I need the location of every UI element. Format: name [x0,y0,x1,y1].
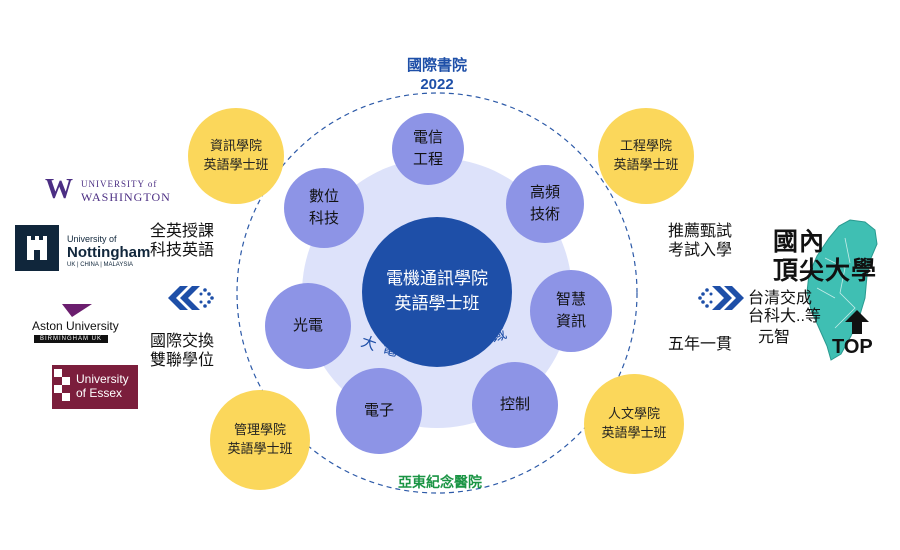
right-text-five-year: 五年一貫 [668,336,733,353]
left-text-english-teaching: 全英授課 科技英語 [150,223,215,260]
inner-node-optoelectronics: 光電 [265,283,351,369]
outer-node-humanities: 人文學院 英語學士班 [584,374,684,474]
inner-node-electronics: 電子 [336,368,422,454]
inner-node-control: 控制 [472,362,558,448]
logo-university-of-nottingham: University of Nottingham UK | CHINA | MA… [15,225,150,273]
outer-node-management: 管理學院 英語學士班 [210,390,310,490]
hub-node: 電機通訊學院 英語學士班 [362,217,512,367]
left-arrow-icon [168,286,214,310]
essex-checker-icon [54,369,70,401]
top-universities-headline: 國內 頂尖大學 [773,228,878,285]
taiwan-map-icon [806,219,878,361]
logo-aston-university: Aston University BIRMINGHAM UK [30,302,140,348]
logo-university-of-essex: University of Essex [52,365,138,409]
logo-university-of-washington: W UNIVERSITY of WASHINGTON [45,174,171,205]
right-arrow-icon [698,286,744,310]
outer-node-informatics: 資訊學院 英語學士班 [188,108,284,204]
up-arrow-icon [845,310,869,334]
hospital-label: 亞東紀念醫院 [398,474,482,490]
top-label: TOP [832,336,873,358]
aston-triangle-icon [62,304,92,317]
inner-node-digital-tech: 數位 科技 [284,168,364,248]
right-text-admission: 推薦甄試 考試入學 [668,223,733,260]
top-schools-list: 台清交成 台科大..等 [748,290,821,326]
outer-node-engineering: 工程學院 英語學士班 [598,108,694,204]
left-text-exchange: 國際交換 雙聯學位 [150,333,215,370]
inner-node-telecom: 電信 工程 [392,113,464,185]
inner-node-smart-info: 智慧 資訊 [530,270,612,352]
inner-node-rf: 高頻 技術 [506,165,584,243]
outer-dashed-ring [236,92,638,494]
top-schools-extra: 元智 [758,329,791,346]
international-college-label: 國際書院 2022 [406,57,467,93]
